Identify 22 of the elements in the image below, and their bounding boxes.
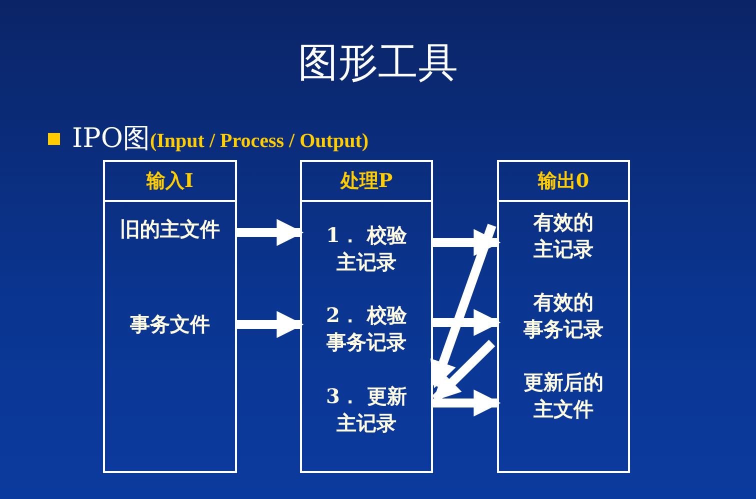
column-box: [497, 160, 630, 473]
column-header: 输出0: [499, 162, 628, 202]
item-text: 3． 更新主记录: [302, 383, 431, 437]
item-text: 2． 校验事务记录: [302, 302, 431, 356]
block-arrow: [433, 229, 501, 256]
item-text: 有效的主记录: [499, 209, 628, 263]
block-arrow: [237, 219, 304, 246]
block-arrow: [237, 311, 304, 338]
item-text: 有效的事务记录: [499, 289, 628, 343]
block-arrow: [433, 390, 501, 416]
item-text: 更新后的主文件: [499, 369, 628, 423]
block-arrow: [430, 224, 496, 388]
block-arrow: [433, 309, 501, 336]
item-text: 旧的主文件: [105, 216, 235, 243]
slide-title: 图形工具: [297, 39, 459, 88]
column-box: [300, 160, 433, 473]
column-header: 输入I: [105, 162, 235, 202]
bullet-text: IPO图(Input / Process / Output): [72, 122, 369, 156]
column-header: 处理P: [302, 162, 431, 202]
item-text: 事务文件: [105, 311, 235, 338]
column-box: [103, 160, 237, 473]
item-text: 1． 校验主记录: [302, 222, 431, 276]
